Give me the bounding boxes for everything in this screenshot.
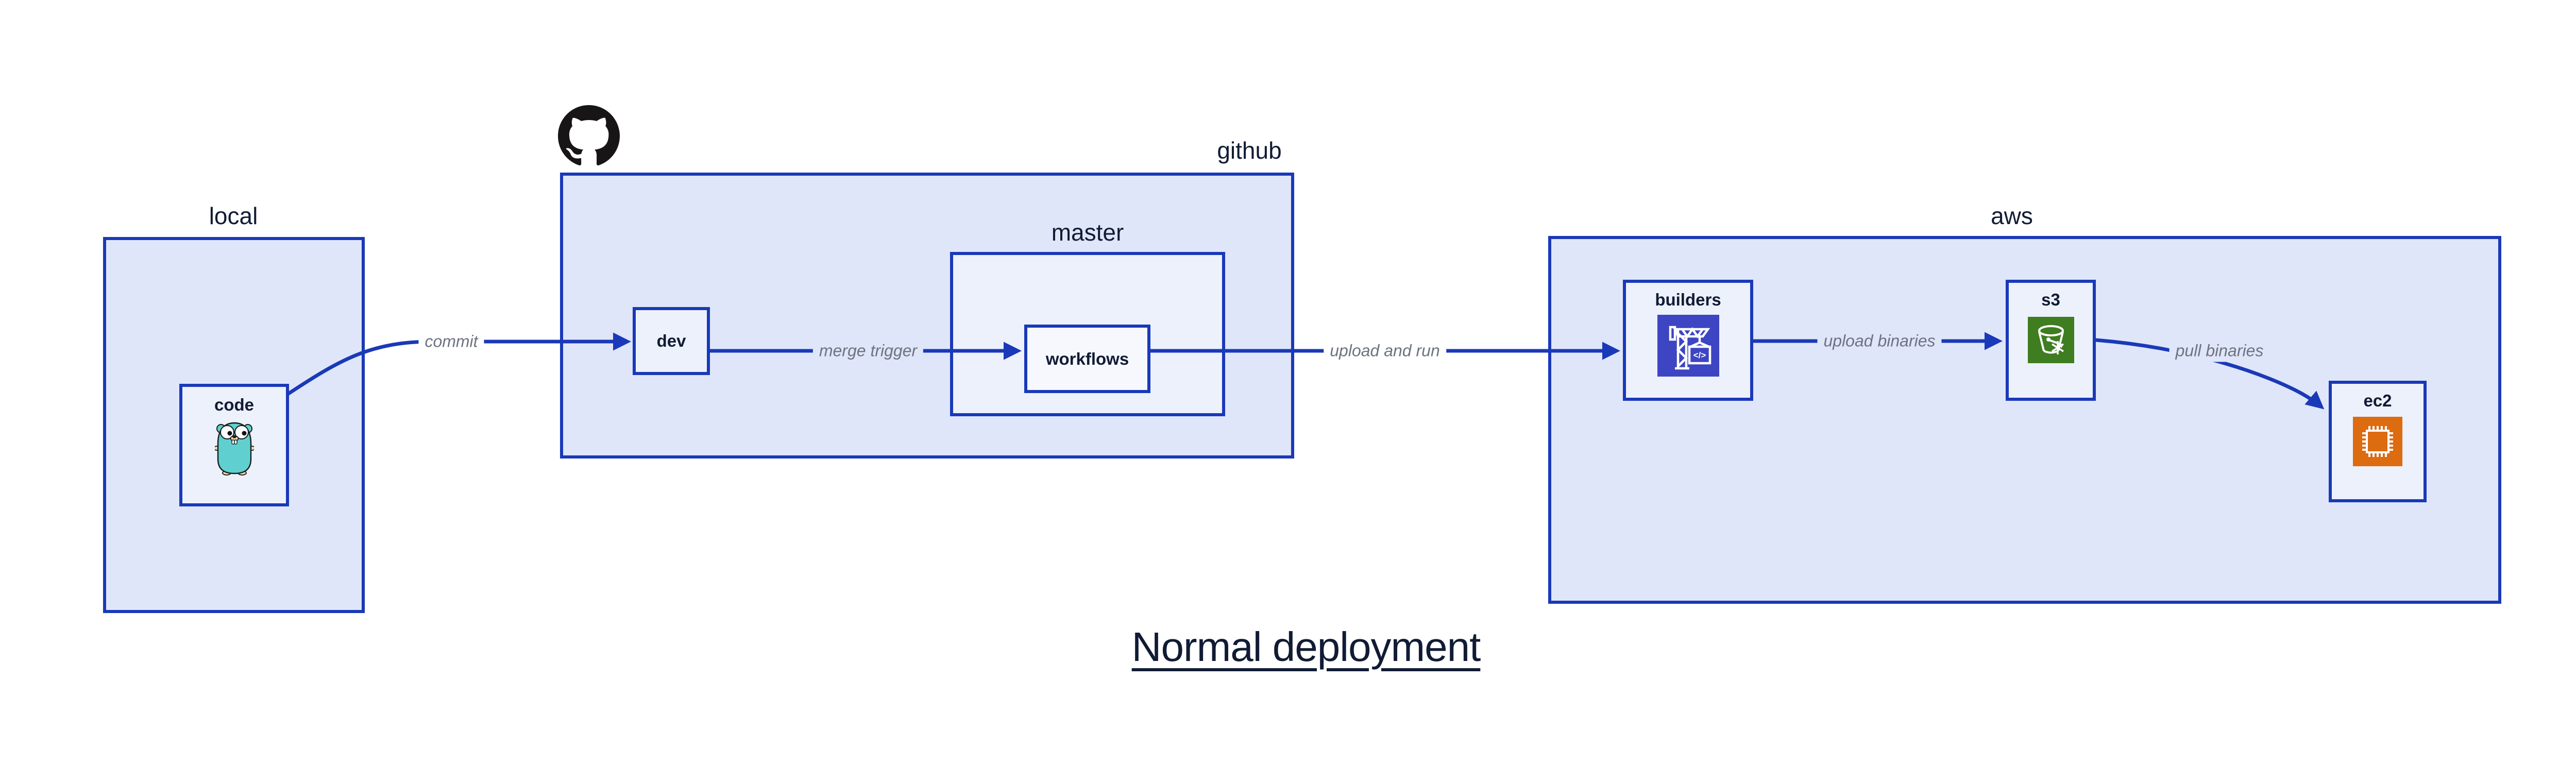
master-group-label: master [1051,219,1124,246]
diagram-title: Normal deployment [1131,624,1481,670]
builders-node-label: builders [1655,290,1721,309]
workflows-node-box: workflows [1024,325,1150,393]
dev-node-label: dev [656,331,686,351]
ec2-chip-icon [2353,416,2402,466]
codebuild-code-glyph: </> [1693,350,1706,360]
upload-and-run-edge-label: upload and run [1324,339,1446,362]
s3-node-box: s3 [2006,280,2096,401]
code-node-box: code [179,384,289,506]
ec2-node-box: ec2 [2329,381,2427,502]
s3-node-label: s3 [2041,290,2060,309]
merge-trigger-edge-label: merge trigger [812,339,924,362]
workflows-node-label: workflows [1045,349,1129,368]
aws-group-label: aws [1991,202,2033,229]
s3-glacier-bucket-icon [2027,316,2074,363]
github-group-label: github [1217,137,1282,164]
builders-node-box: builders </> [1623,280,1753,401]
commit-edge-label: commit [418,330,484,353]
code-node-label: code [214,395,255,414]
github-octocat-icon [558,105,620,166]
codebuild-crane-icon: </> [1657,314,1719,377]
pull-binaries-edge-label: pull binaries [2169,339,2270,362]
upload-binaries-edge-label: upload binaries [1817,330,1942,352]
dev-node-box: dev [633,307,710,375]
ec2-node-label: ec2 [2363,391,2392,410]
local-group-label: local [209,202,258,229]
go-gopher-icon [214,422,254,476]
